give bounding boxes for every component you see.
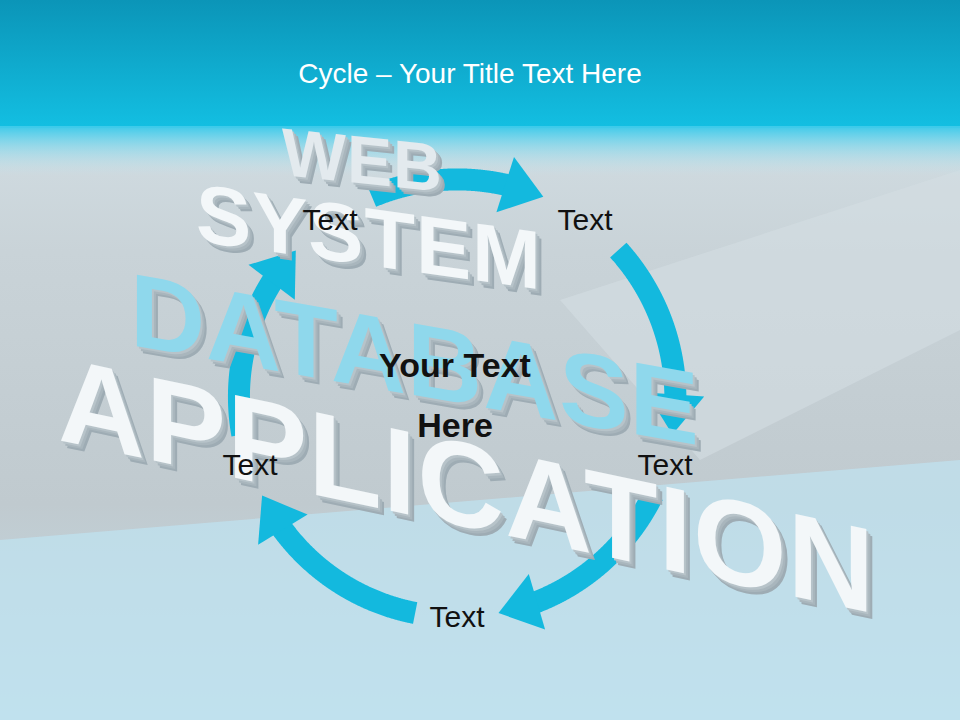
title-bar (0, 0, 960, 128)
cycle-step: Text (215, 441, 286, 489)
step-text: Text (303, 202, 358, 238)
step-text: Text (558, 202, 613, 238)
cycle-step: Text (422, 593, 493, 641)
step-text: Text (223, 447, 278, 483)
step-text: Text (638, 447, 693, 483)
arrow-head (496, 157, 543, 212)
cycle-step: Text (295, 196, 366, 244)
center-text: Your Text Here (337, 329, 573, 461)
arrow-head (499, 574, 546, 630)
step-text: Your Text Here (345, 335, 565, 455)
arrow-shaft (282, 528, 415, 613)
step-text: Text (430, 599, 485, 635)
cycle-step: Text (550, 196, 621, 244)
cycle-step: Text (630, 441, 701, 489)
title-glow (0, 126, 960, 176)
slide-title: Cycle – Your Title Text Here (0, 52, 940, 96)
